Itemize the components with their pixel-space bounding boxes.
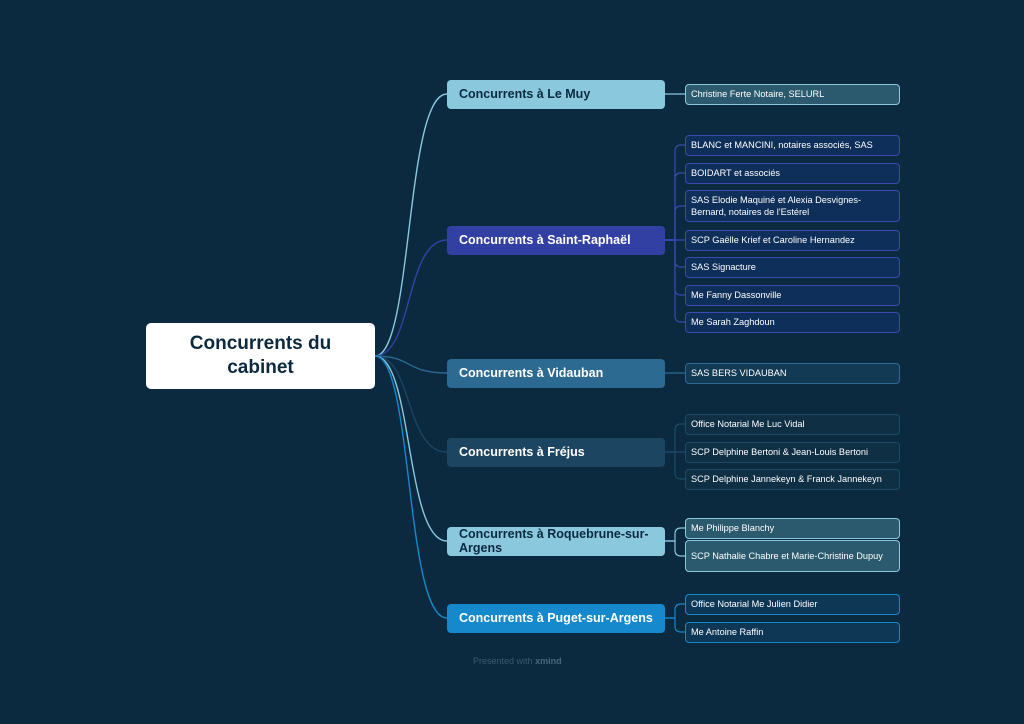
subtopic-label: SAS Elodie Maquiné et Alexia Desvignes-B…	[691, 195, 862, 217]
branch-leaf-connector	[665, 617, 685, 633]
root-branch-connector	[374, 355, 448, 542]
subtopic-label: SCP Delphine Bertoni & Jean-Louis Berton…	[691, 447, 869, 457]
branch-topic-label: Concurrents à Vidauban	[459, 366, 604, 380]
branch-topic[interactable]: Concurrents à Puget-sur-Argens	[447, 603, 665, 633]
branch-topic-label: Concurrents à Fréjus	[459, 445, 585, 459]
branch-leaf-connector	[665, 423, 685, 453]
subtopic-label: BLANC et MANCINI, notaires associés, SAS	[691, 140, 873, 150]
branch-leaf-connector	[665, 603, 685, 619]
branch-topic-label: Concurrents à Le Muy	[459, 87, 591, 101]
subtopic[interactable]: BLANC et MANCINI, notaires associés, SAS	[685, 134, 900, 156]
subtopic[interactable]: SCP Gaëlle Krief et Caroline Hernandez	[685, 229, 900, 251]
subtopic[interactable]: SAS BERS VIDAUBAN	[685, 362, 900, 384]
subtopic[interactable]: SCP Delphine Jannekeyn & Franck Jannekey…	[685, 468, 900, 490]
subtopic[interactable]: SAS Signacture	[685, 256, 900, 278]
subtopic-label: SCP Gaëlle Krief et Caroline Hernandez	[691, 235, 855, 245]
subtopic-label: SCP Delphine Jannekeyn & Franck Jannekey…	[691, 474, 882, 484]
root-branch-connector	[374, 93, 448, 357]
root-branch-connector	[374, 355, 448, 453]
branch-leaf-connector	[665, 451, 685, 480]
root-branch-connector	[374, 355, 448, 374]
subtopic[interactable]: Me Fanny Dassonville	[685, 284, 900, 306]
branch-leaf-connector	[665, 527, 685, 542]
branch-topic-label: Concurrents à Puget-sur-Argens	[459, 611, 653, 625]
subtopic-label: SCP Nathalie Chabre et Marie-Christine D…	[691, 551, 883, 561]
footer-credit: Presented with xmind	[473, 656, 562, 666]
subtopic-label: Christine Ferte Notaire, SELURL	[691, 89, 825, 99]
branch-topic[interactable]: Concurrents à Saint-Raphaël	[447, 225, 665, 255]
branch-topic[interactable]: Concurrents à Roquebrune-sur-Argens	[447, 526, 665, 556]
subtopic[interactable]: Office Notarial Me Julien Didier	[685, 593, 900, 615]
subtopic[interactable]: SCP Delphine Bertoni & Jean-Louis Berton…	[685, 441, 900, 463]
branch-leaf-connector	[665, 540, 685, 557]
central-topic-label: Concurrents du cabinet	[189, 333, 332, 378]
subtopic[interactable]: Office Notarial Me Luc Vidal	[685, 413, 900, 435]
branch-topic[interactable]: Concurrents à Le Muy	[447, 79, 665, 109]
subtopic[interactable]: Me Antoine Raffin	[685, 621, 900, 643]
branch-topic-label: Concurrents à Saint-Raphaël	[459, 233, 631, 247]
subtopic-label: SAS BERS VIDAUBAN	[691, 368, 787, 378]
branch-leaf-connector	[665, 172, 685, 241]
subtopic-label: SAS Signacture	[691, 262, 756, 272]
subtopic[interactable]: BOIDART et associés	[685, 162, 900, 184]
subtopic[interactable]: Christine Ferte Notaire, SELURL	[685, 83, 900, 105]
subtopic-label: Me Philippe Blanchy	[691, 523, 775, 533]
root-branch-connector	[374, 239, 448, 357]
branch-topic-label: Concurrents à Roquebrune-sur-Argens	[459, 527, 649, 555]
subtopic-label: BOIDART et associés	[691, 168, 781, 178]
subtopic[interactable]: SCP Nathalie Chabre et Marie-Christine D…	[685, 540, 900, 572]
branch-topic[interactable]: Concurrents à Vidauban	[447, 358, 665, 388]
branch-leaf-connector	[665, 205, 685, 241]
footer-brand: xmind	[535, 656, 562, 666]
subtopic-label: Me Antoine Raffin	[691, 627, 764, 637]
central-topic[interactable]: Concurrents du cabinet	[146, 323, 375, 389]
footer-prefix: Presented with	[473, 656, 533, 666]
subtopic[interactable]: SAS Elodie Maquiné et Alexia Desvignes-B…	[685, 190, 900, 222]
subtopic-label: Office Notarial Me Julien Didier	[691, 599, 818, 609]
branch-leaf-connector	[665, 144, 685, 241]
subtopic-label: Office Notarial Me Luc Vidal	[691, 419, 805, 429]
subtopic-label: Me Sarah Zaghdoun	[691, 317, 775, 327]
branch-leaf-connector	[665, 239, 685, 323]
branch-topic[interactable]: Concurrents à Fréjus	[447, 437, 665, 467]
root-branch-connector	[374, 355, 448, 619]
subtopic[interactable]: Me Sarah Zaghdoun	[685, 311, 900, 333]
subtopic[interactable]: Me Philippe Blanchy	[685, 517, 900, 539]
subtopic-label: Me Fanny Dassonville	[691, 290, 782, 300]
